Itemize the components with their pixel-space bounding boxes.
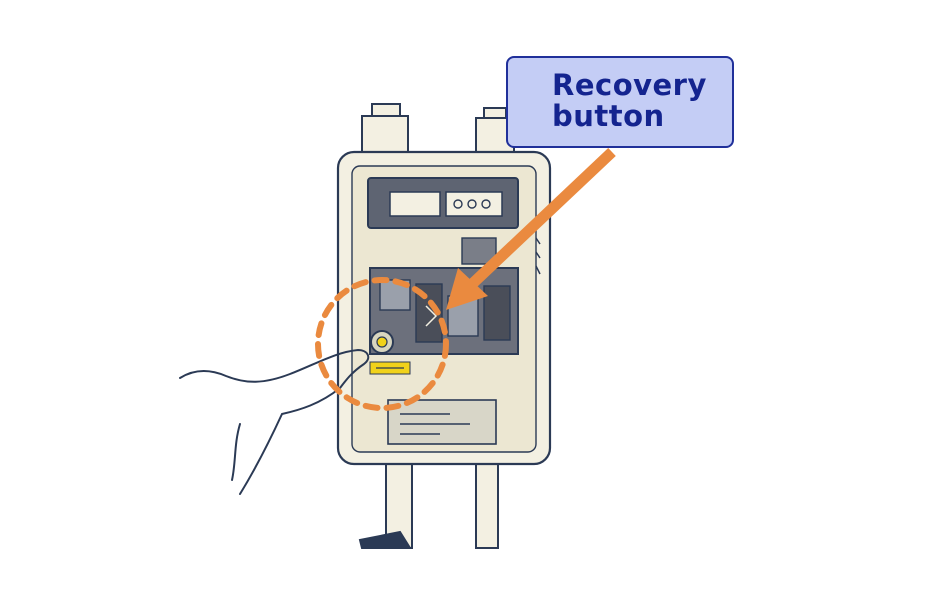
callout-line-2: button bbox=[552, 99, 665, 133]
recovery-button-callout: Recovery button bbox=[506, 56, 734, 148]
bottom-pipes bbox=[358, 451, 499, 549]
arrow-icon bbox=[446, 147, 616, 310]
hand-icon bbox=[179, 348, 370, 495]
dashed-circle-highlight bbox=[315, 277, 449, 411]
gas-meter-illustration bbox=[336, 150, 552, 466]
callout-label: Recovery button bbox=[552, 70, 707, 132]
meter-label-plate bbox=[387, 399, 497, 445]
callout-line-1: Recovery bbox=[552, 68, 707, 102]
